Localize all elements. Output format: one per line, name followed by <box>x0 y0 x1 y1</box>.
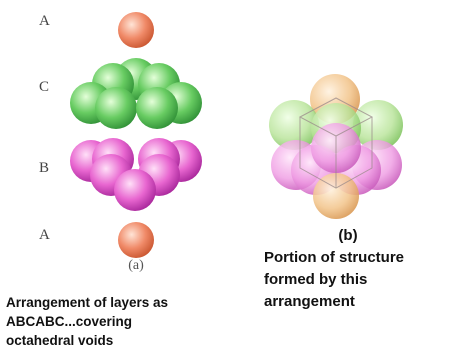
figure-b-caption-line: formed by this <box>264 271 368 288</box>
orange-spheres-lower <box>313 173 359 219</box>
layer-label-b: B <box>39 160 50 176</box>
figure-a-caption-line: ABCABC...covering <box>6 314 133 329</box>
figure-b-sublabel: (b) <box>338 227 358 244</box>
sphere-c <box>95 87 137 129</box>
sphere-a-top <box>118 12 154 48</box>
layer-label-top-a: A <box>39 13 51 29</box>
b-layer <box>70 138 202 211</box>
c-layer <box>70 58 202 129</box>
figure-a-sublabel: (a) <box>128 258 144 273</box>
sphere-c <box>136 87 178 129</box>
sphere-orange <box>313 173 359 219</box>
figure-b-caption-line: arrangement <box>264 293 355 310</box>
sphere-a-bottom <box>118 222 154 258</box>
layer-label-c: C <box>39 79 50 95</box>
figure-b-caption: Portion of structure formed by this arra… <box>264 247 464 313</box>
bottom-a-layer <box>118 222 154 258</box>
sphere-green <box>269 100 319 150</box>
figure-b-caption-line: Portion of structure <box>264 249 405 266</box>
figure-a-caption-line: Arrangement of layers as <box>6 295 169 310</box>
sphere-b <box>114 169 156 211</box>
figure-a-caption: Arrangement of layers as ABCABC...coveri… <box>6 293 246 350</box>
sphere-green <box>353 100 403 150</box>
cube-outline <box>298 97 374 189</box>
top-a-layer <box>118 12 154 48</box>
layer-label-bottom-a: A <box>39 227 51 243</box>
figure-a-caption-line: octahedral voids <box>6 333 114 348</box>
